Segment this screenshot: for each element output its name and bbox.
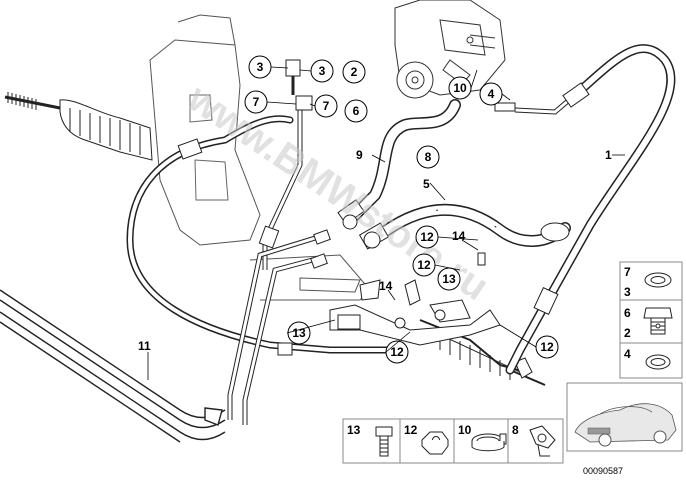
svg-text:7: 7 [253,95,260,109]
car-thumbnail: 00090587 [566,382,683,476]
label-14[interactable]: 14 [452,229,466,243]
hose-clamp-icon [471,433,507,452]
sealing-ring-icon [644,272,672,288]
bracket-assembly [329,252,501,346]
plain-labels: 9 1 5 14 14 11 [138,148,612,353]
svg-text:7: 7 [323,99,330,113]
legend-item-12[interactable]: 12 [404,423,418,437]
legend-item-8[interactable]: 8 [512,423,519,437]
svg-text:6: 6 [353,104,360,118]
callout-12-third[interactable]: 12 [385,340,409,364]
svg-text:2: 2 [351,65,358,79]
callout-group: 3 3 2 7 7 6 10 4 [244,55,559,364]
svg-text:3: 3 [257,60,264,74]
leader-lines [147,66,625,380]
svg-text:3: 3 [319,64,326,78]
label-11[interactable]: 11 [138,339,151,353]
legend-item-10[interactable]: 10 [458,423,472,437]
legend-item-3[interactable]: 3 [624,285,631,299]
svg-text:12: 12 [540,340,554,354]
pipe-lines [227,59,331,425]
svg-text:8: 8 [425,150,432,164]
legend-item-13[interactable]: 13 [347,423,361,437]
sealing-ring-icon-small [645,354,671,370]
label-5[interactable]: 5 [423,177,430,191]
svg-text:12: 12 [420,230,434,244]
callout-2[interactable]: 2 [342,60,366,84]
washer-legend: 7 3 6 2 4 [619,261,683,379]
label-9[interactable]: 9 [356,148,363,162]
callout-13[interactable]: 13 [437,267,461,291]
return-line-11 [0,289,226,443]
legend-item-4[interactable]: 4 [624,347,631,361]
label-14-second[interactable]: 14 [379,279,393,293]
callout-12-second[interactable]: 12 [412,253,436,277]
callout-8[interactable]: 8 [416,145,440,169]
power-steering-pump [394,0,506,99]
callout-3[interactable]: 3 [248,55,272,79]
svg-text:13: 13 [292,326,306,340]
hose-left-loop [126,115,394,356]
fastener-legend: 13 12 10 8 [342,418,564,464]
hollow-bolt-icon [643,307,673,335]
callout-10[interactable]: 10 [448,76,472,100]
callout-4[interactable]: 4 [479,82,503,106]
hex-bolt-icon [375,426,393,457]
label-1[interactable]: 1 [605,148,612,162]
image-reference-number: 00090587 [583,466,623,476]
callout-12-fourth[interactable]: 12 [535,335,559,359]
callout-12[interactable]: 12 [415,225,439,249]
svg-text:12: 12 [390,345,404,359]
hex-nut-icon [421,431,449,455]
callout-6[interactable]: 6 [344,99,368,123]
svg-text:13: 13 [442,272,456,286]
legend-item-7[interactable]: 7 [624,265,631,279]
hose-1 [494,44,676,375]
svg-text:12: 12 [417,258,431,272]
callout-13-second[interactable]: 13 [287,321,311,345]
callout-7[interactable]: 7 [244,90,268,114]
callout-7-second[interactable]: 7 [314,94,338,118]
svg-text:10: 10 [453,81,467,95]
svg-text:4: 4 [488,87,495,101]
legend-item-6[interactable]: 6 [624,306,631,320]
hose-9-and-5 [337,99,571,250]
legend-item-2[interactable]: 2 [624,326,631,340]
hose-bracket-clip-icon [529,425,556,457]
callout-3-second[interactable]: 3 [310,59,334,83]
